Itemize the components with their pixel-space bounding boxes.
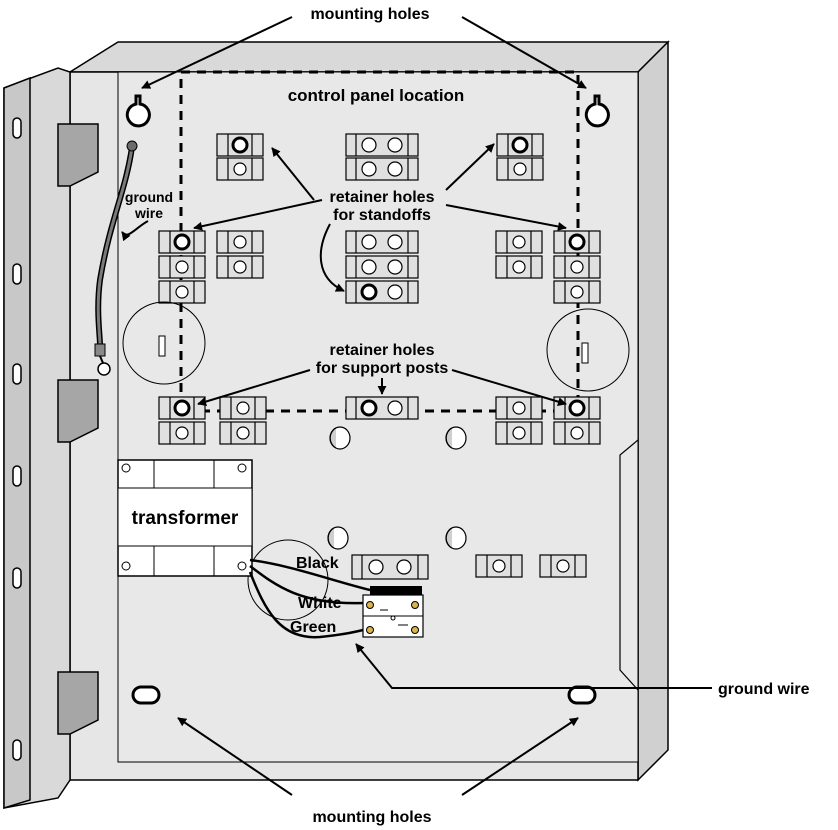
retainer-block: [216, 157, 264, 181]
retainer-block: [496, 133, 544, 157]
control-panel-location-label: control panel location: [288, 86, 465, 105]
retainer-block: [553, 421, 601, 445]
retainer-block: [158, 230, 206, 254]
retainer-block: [495, 421, 543, 445]
transformer-label: transformer: [132, 508, 239, 529]
mounting-slot-bottom-right: [567, 685, 597, 705]
knockout-transformer: [247, 539, 329, 621]
retainer-block: [345, 396, 419, 420]
retainer-block: [495, 230, 543, 254]
keyhole-mounting-hole-left: [125, 94, 151, 128]
retainer-block: [539, 554, 587, 578]
retainer-standoffs-label-line2: for standoffs: [333, 207, 431, 224]
retainer-block: [219, 421, 267, 445]
retainer-blocks: [158, 133, 601, 580]
retainer-block: [158, 396, 206, 420]
retainer-block: [496, 157, 544, 181]
retainer-block: [158, 280, 206, 304]
ground-wire-label-right: ground wire: [718, 681, 810, 698]
retainer-block: [553, 280, 601, 304]
black-wire-label: Black: [296, 555, 339, 572]
knockout-left: [122, 301, 206, 385]
retainer-support-label-line2: for support posts: [316, 360, 449, 377]
retainer-block: [345, 157, 419, 181]
door-hinges: [57, 123, 99, 735]
retainer-block: [553, 255, 601, 279]
retainer-block: [345, 280, 419, 304]
retainer-block: [553, 396, 601, 420]
support-bumps: [327, 426, 467, 550]
retainer-block: [219, 396, 267, 420]
retainer-block: [345, 230, 419, 254]
retainer-block: [475, 554, 523, 578]
retainer-block: [345, 255, 419, 279]
retainer-block: [216, 230, 264, 254]
white-wire-label: White: [298, 595, 342, 612]
ground-wire-label-left-line2: wire: [134, 205, 163, 221]
retainer-support-label-line1: retainer holes: [330, 342, 435, 359]
retainer-standoffs-label-line1: retainer holes: [330, 189, 435, 206]
door-slots: [12, 117, 22, 761]
mounting-holes-label-top: mounting holes: [310, 6, 429, 23]
retainer-block: [553, 230, 601, 254]
knockout-right: [546, 308, 630, 392]
retainer-block: [216, 255, 264, 279]
cabinet-door: [3, 67, 99, 810]
retainer-block: [351, 554, 429, 580]
mounting-holes-label-bottom: mounting holes: [312, 809, 431, 826]
green-wire-label: Green: [290, 619, 336, 636]
annotation-arrows: [121, 16, 712, 796]
retainer-block: [345, 133, 419, 157]
keyhole-mounting-hole-right: [584, 94, 610, 128]
ground-wire-label-left-line1: ground: [125, 189, 173, 205]
terminal-block: [362, 586, 424, 638]
retainer-block: [216, 133, 264, 157]
retainer-block: [495, 396, 543, 420]
mounting-slot-bottom-left: [131, 685, 161, 705]
transformer-wires: [248, 558, 371, 639]
transformer: [117, 459, 253, 577]
retainer-block: [158, 255, 206, 279]
retainer-block: [158, 421, 206, 445]
ground-wire-left: [94, 140, 138, 376]
retainer-block: [495, 255, 543, 279]
